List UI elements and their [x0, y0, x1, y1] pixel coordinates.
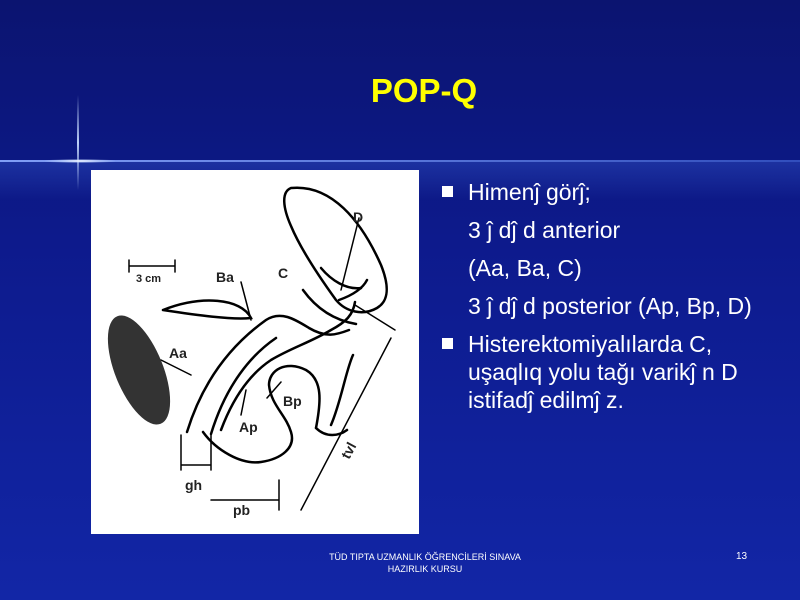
decorative-light-flare [45, 159, 115, 163]
page-number: 13 [736, 551, 748, 562]
label-Aa: Aa [169, 345, 187, 361]
pubic-bone [107, 315, 171, 425]
slide-title: POP-Q [370, 72, 478, 109]
slide-footer: TÜD TIPTA UZMANLIK ÖĞRENCİLERİ SINAVA HA… [300, 551, 550, 575]
bullet-item: Histerektomiyalılarda C, uşaqlıq yolu ta… [440, 330, 780, 414]
label-Ap: Ap [239, 419, 258, 435]
label-Ba: Ba [216, 269, 234, 285]
decorative-vertical-line [77, 95, 79, 190]
label-tvl: tvl [338, 439, 360, 461]
label-D: D [353, 209, 363, 225]
bullet-item: Himenĵ görĵ; [440, 178, 780, 206]
bullet-square-icon [442, 186, 453, 197]
bullet-subline: 3 ĵ dĵ d posterior (Ap, Bp, D) [468, 293, 752, 319]
bullet-square-icon [442, 338, 453, 349]
uterus-shape [283, 186, 389, 314]
bullet-subline: (Aa, Ba, C) [468, 255, 582, 281]
label-gh: gh [185, 477, 202, 493]
footer-line: TÜD TIPTA UZMANLIK ÖĞRENCİLERİ SINAVA [329, 552, 521, 562]
bullet-text: Himenĵ görĵ; [468, 179, 591, 205]
bullet-text: Histerektomiyalılarda C, uşaqlıq yolu ta… [468, 331, 738, 413]
pop-q-diagram: 3 cm D C Ba Aa Bp Ap tvl gh pb [91, 170, 419, 534]
bullet-subline: 3 ĵ dĵ d anterior [468, 217, 621, 243]
label-C: C [278, 265, 288, 281]
label-pb: pb [233, 502, 250, 518]
scale-label: 3 cm [136, 273, 161, 285]
decorative-horizontal-line [0, 160, 800, 162]
bullet-list: Himenĵ görĵ; 3 ĵ dĵ d anterior (Aa, Ba, … [440, 178, 780, 414]
footer-line: HAZIRLIK KURSU [387, 564, 463, 574]
label-Bp: Bp [283, 393, 302, 409]
